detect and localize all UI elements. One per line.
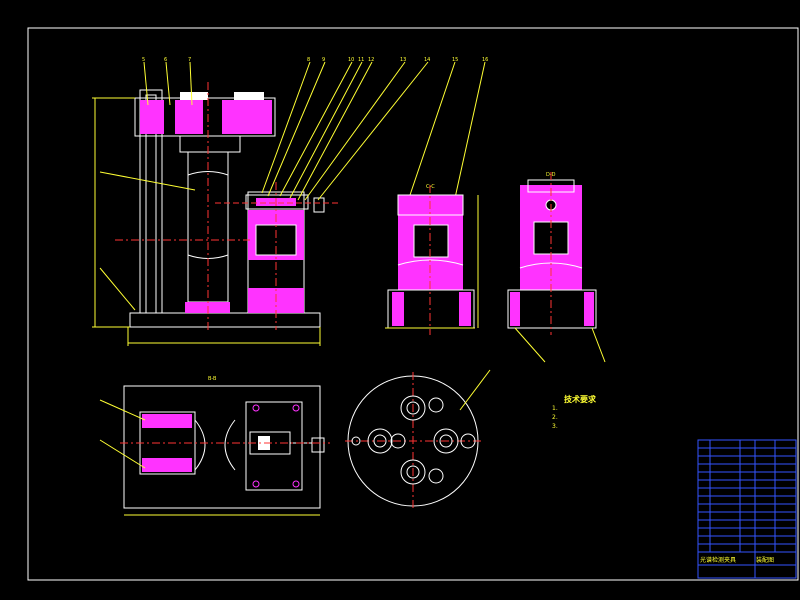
- round-table-view: [345, 369, 491, 510]
- title-block-drawing-type: 装配图: [755, 557, 774, 564]
- front-view: [92, 82, 340, 346]
- svg-text:14: 14: [424, 57, 430, 63]
- title-block-drawing-name: 光谱检测夹具: [700, 557, 737, 564]
- section-d-d: D-D: [507, 172, 606, 363]
- technical-notes: 技术要求 1. 2. 3.: [552, 395, 596, 431]
- dd-label: D-D: [546, 172, 556, 178]
- cc-label: C-C: [426, 184, 435, 190]
- svg-text:10: 10: [348, 57, 354, 63]
- svg-text:5: 5: [142, 57, 145, 63]
- note-line-1: 1.: [552, 405, 558, 412]
- svg-text:16: 16: [482, 57, 488, 63]
- top-balloons: 5 6 7 8 9 10 11 12 13 14 15 16: [142, 57, 488, 63]
- svg-text:9: 9: [322, 57, 325, 63]
- svg-text:12: 12: [368, 57, 374, 63]
- drawing-border: [27, 27, 799, 581]
- notes-title: 技术要求: [564, 395, 596, 404]
- svg-text:15: 15: [452, 57, 458, 63]
- section-b-b: B-B: [99, 376, 330, 516]
- title-block-name: 光谱检测夹具 装配图: [700, 555, 774, 564]
- top-leaders: [99, 61, 486, 311]
- title-block: [697, 439, 797, 579]
- note-line-2: 2.: [552, 414, 558, 421]
- note-line-3: 3.: [552, 423, 558, 430]
- svg-text:7: 7: [188, 57, 191, 63]
- svg-text:8: 8: [307, 57, 310, 63]
- svg-text:13: 13: [400, 57, 406, 63]
- svg-text:6: 6: [164, 57, 167, 63]
- svg-text:11: 11: [358, 57, 364, 63]
- section-c-c: C-C: [385, 184, 479, 335]
- bb-label: B-B: [208, 376, 217, 382]
